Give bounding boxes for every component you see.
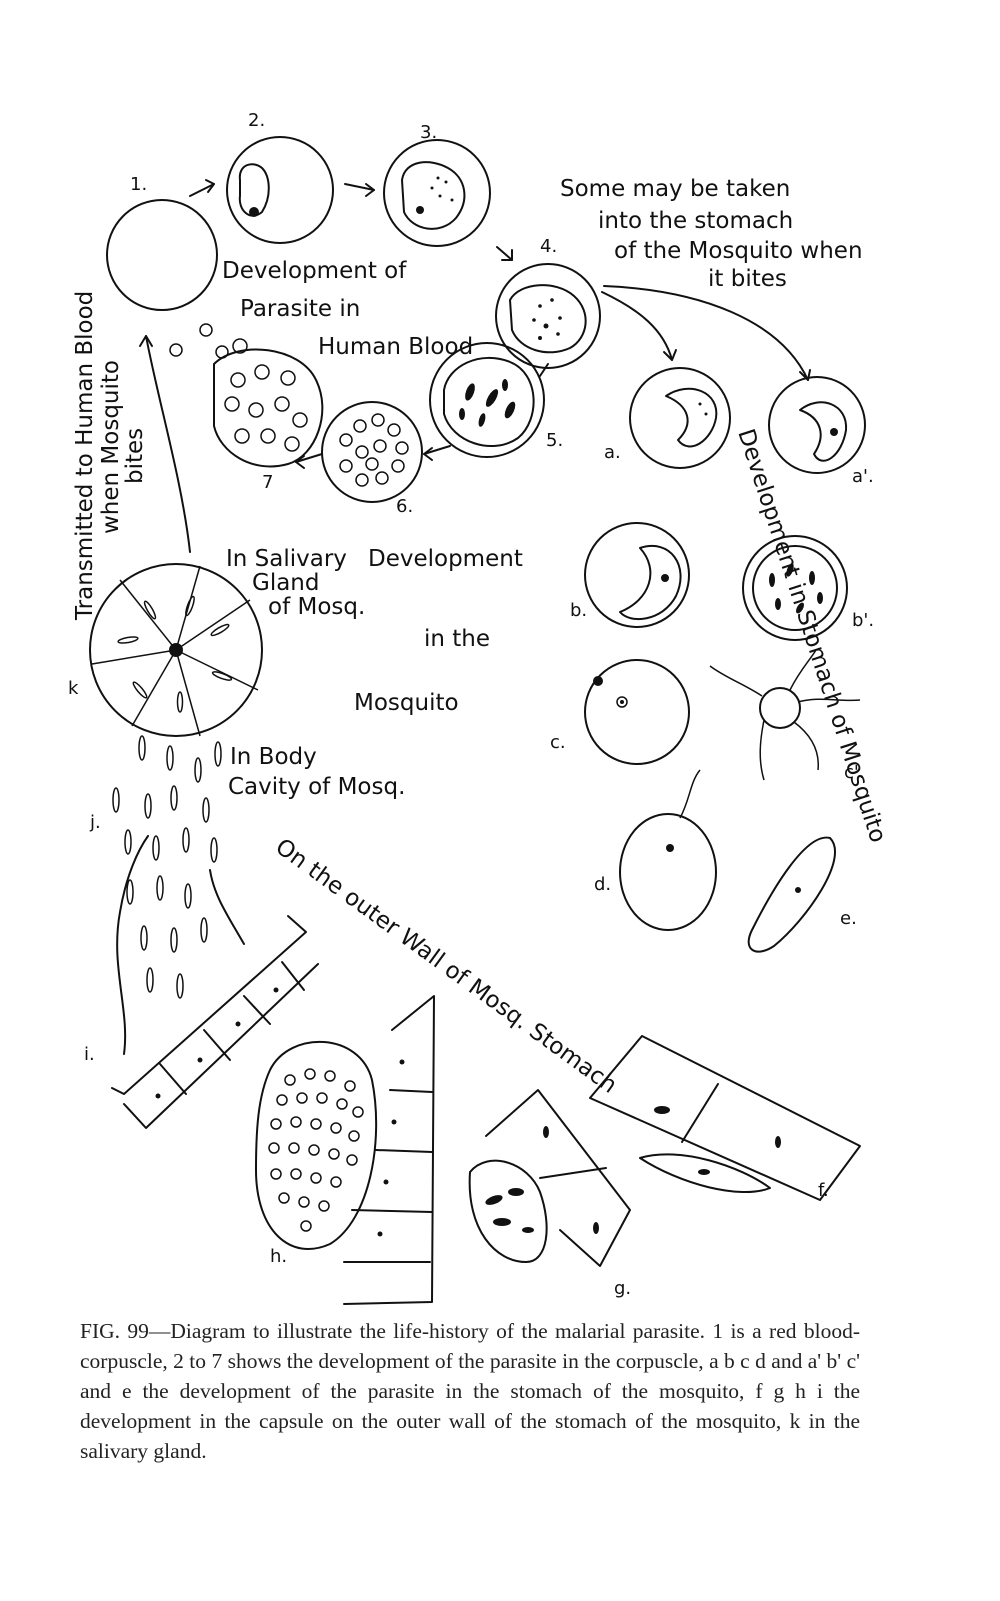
- cell-e: [747, 836, 836, 953]
- transmitted-line3: bites: [122, 428, 148, 484]
- dev-human-line1: Development of: [222, 258, 407, 284]
- stage-f: [589, 1035, 861, 1201]
- dev-human-line3: Human Blood: [318, 334, 473, 360]
- cell-1: [106, 199, 218, 311]
- stomach-note-line1: Some may be taken: [560, 176, 790, 202]
- salivary-line3: of Mosq.: [268, 594, 365, 620]
- label-a: a.: [604, 442, 621, 463]
- label-c: c.: [550, 732, 566, 753]
- sporozoite-spheres: [268, 1068, 364, 1232]
- label-k: k: [68, 678, 79, 699]
- label-j: j.: [89, 812, 101, 833]
- label-c-prime: c'.: [844, 762, 865, 783]
- body-cavity-line1: In Body: [230, 744, 317, 770]
- label-2: 2.: [248, 110, 265, 131]
- label-f: f.: [818, 1180, 829, 1201]
- cell-b-prime: [742, 535, 848, 641]
- label-h: h.: [270, 1246, 287, 1267]
- label-a-prime: a'.: [852, 466, 874, 487]
- label-e: e.: [840, 908, 857, 929]
- outer-wall-note: On the outer Wall of Mosq. Stomach: [270, 834, 621, 1099]
- stomach-note-line4: it bites: [708, 266, 787, 292]
- dev-mosq-line1: Development: [368, 546, 523, 572]
- label-d: d.: [594, 874, 611, 895]
- caption-fig-label: FIG. 99: [80, 1319, 149, 1343]
- cell-b: [584, 522, 690, 628]
- cell-3: [383, 139, 491, 247]
- dev-stomach-note: Development in Stomach of Mosquito: [732, 426, 891, 846]
- cell-7: [169, 323, 324, 468]
- cell-5: [429, 342, 545, 458]
- label-b: b.: [570, 600, 587, 621]
- dev-mosq-line2: in the: [424, 626, 490, 652]
- sporozoites-j: [112, 735, 222, 999]
- cell-d: [619, 769, 717, 931]
- cell-c-prime: [709, 649, 861, 781]
- arrows: [139, 179, 811, 553]
- caption-text: —Diagram to illustrate the life-history …: [80, 1319, 860, 1463]
- label-1: 1.: [130, 174, 147, 195]
- label-5: 5.: [546, 430, 563, 451]
- dev-mosq-line3: Mosquito: [354, 690, 459, 716]
- outer-wall-text: On the outer Wall of Mosq. Stomach: [270, 834, 621, 1099]
- dev-human-line2: Parasite in: [240, 296, 360, 322]
- transmitted-note: Transmitted to Human Blood when Mosquito…: [72, 291, 148, 621]
- cell-c: [584, 659, 690, 765]
- label-b-prime: b'.: [852, 610, 874, 631]
- label-g: g.: [614, 1278, 631, 1299]
- label-7: 7: [262, 472, 273, 493]
- stage-g: [468, 1089, 631, 1267]
- dev-stomach-text: Development in Stomach of Mosquito: [732, 426, 891, 846]
- cell-a-prime: [768, 376, 866, 474]
- body-cavity-line2: Cavity of Mosq.: [228, 774, 405, 800]
- stage-i: [111, 835, 319, 1129]
- figure-caption: FIG. 99—Diagram to illustrate the life-h…: [80, 1316, 860, 1466]
- stomach-note-line3: of the Mosquito when: [614, 238, 863, 264]
- cell-6: [321, 401, 423, 503]
- transmitted-line2: when Mosquito: [98, 360, 124, 534]
- transmitted-line1: Transmitted to Human Blood: [72, 291, 98, 621]
- stomach-note-line2: into the stomach: [598, 208, 793, 234]
- label-i: i.: [84, 1044, 95, 1065]
- label-4: 4.: [540, 236, 557, 257]
- stage-labels: 1. 2. 3. 4. 5. 6. 7 a. a'. b. b'. c. c'.…: [68, 110, 874, 1299]
- salivary-line2: Gland: [252, 570, 319, 596]
- stage-h: [255, 995, 435, 1305]
- label-3: 3.: [420, 122, 437, 143]
- cell-a: [629, 367, 731, 469]
- cell-2: [226, 136, 334, 244]
- salivary-line1: In Salivary: [226, 546, 347, 572]
- cell-4: [495, 263, 601, 369]
- salivary-gland-k: [89, 563, 263, 737]
- label-6: 6.: [396, 496, 413, 517]
